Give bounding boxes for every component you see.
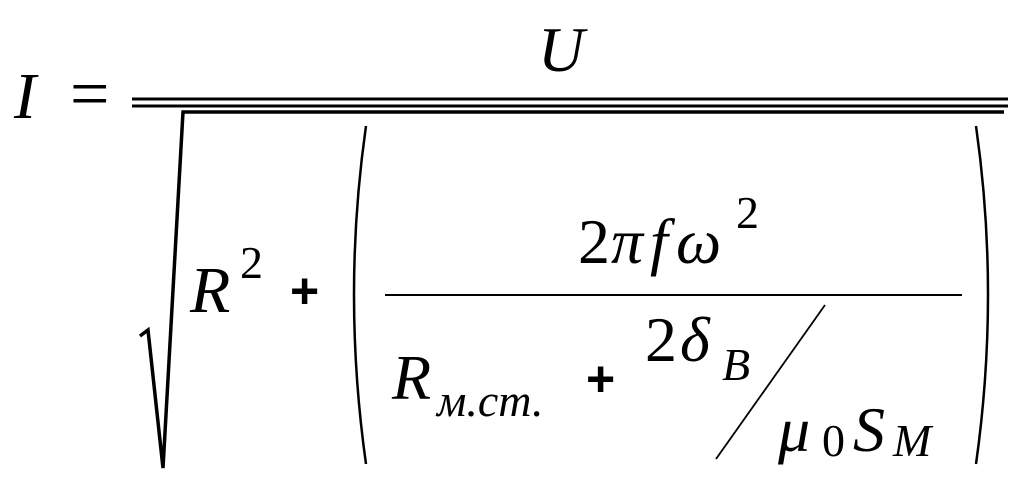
core-resistance-subscript: м.ст. — [437, 375, 544, 426]
plus-sign-1: + — [290, 263, 320, 319]
inner-num-pi: π — [611, 206, 644, 277]
resistance-r: R — [190, 254, 231, 327]
inner-num-exponent: 2 — [736, 187, 759, 238]
permeability-subscript: 0 — [822, 415, 845, 466]
cross-section-subscript: М — [893, 415, 932, 466]
gap-delta: δ — [680, 304, 710, 375]
solidus — [715, 304, 826, 460]
right-paren — [974, 125, 990, 465]
permeability-mu: μ — [778, 394, 811, 465]
inner-num-two: 2 — [578, 206, 610, 277]
sqrt-radical — [138, 110, 1004, 469]
plus-sign-2: + — [586, 351, 616, 407]
core-resistance-r: R — [392, 342, 432, 413]
gap-two: 2 — [645, 304, 677, 375]
left-paren — [352, 125, 368, 465]
resistance-exponent: 2 — [240, 237, 263, 288]
cross-section-s: S — [853, 394, 885, 465]
gap-delta-subscript: В — [722, 339, 751, 390]
inner-num-omega: ω — [676, 206, 722, 277]
numerator-voltage: U — [538, 14, 585, 85]
lhs-current: I — [14, 60, 36, 133]
equals-sign: = — [70, 56, 110, 133]
inner-num-f: f — [650, 206, 668, 277]
